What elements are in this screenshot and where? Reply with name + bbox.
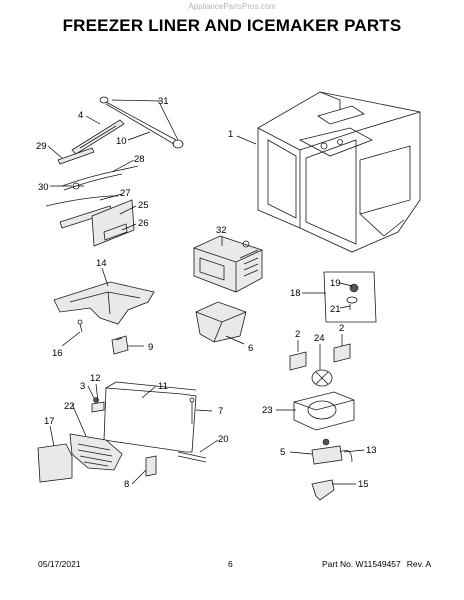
callout-17: 17 (44, 416, 55, 427)
fan-blade-icon[interactable] (311, 369, 333, 387)
callout-labels: 31 4 1 10 29 28 30 27 25 26 32 14 19 18 … (36, 96, 377, 490)
callout-9: 9 (148, 342, 153, 353)
callout-25: 25 (138, 200, 149, 211)
foam-block-left-icon[interactable] (289, 351, 307, 371)
footer-date: 05/17/2021 (38, 559, 81, 569)
foam-block-right-icon[interactable] (333, 343, 351, 363)
callout-5: 5 (280, 447, 285, 458)
callout-28: 28 (134, 154, 145, 165)
callout-2-left: 2 (295, 329, 300, 340)
heater-20-icon[interactable] (177, 451, 207, 463)
bracket-29-icon[interactable] (57, 147, 95, 165)
callout-22: 22 (64, 401, 75, 412)
callout-24: 24 (314, 333, 325, 344)
grille-22-icon[interactable] (69, 433, 123, 471)
damper-group-icon[interactable] (323, 271, 377, 323)
screw-30-icon[interactable] (72, 182, 84, 190)
callout-1: 1 (228, 129, 233, 140)
clip-12-icon[interactable] (91, 401, 105, 413)
cover-25-icon[interactable] (91, 199, 135, 247)
footer-part-info: Part No. W11549457 Rev. A (322, 559, 431, 569)
screw-3-icon[interactable] (93, 397, 99, 403)
watermark-text: AppliancePartsPros.com (188, 2, 276, 11)
harness-28-icon[interactable] (61, 165, 139, 191)
callout-26: 26 (138, 218, 149, 229)
callout-2-right: 2 (339, 323, 344, 334)
callout-4: 4 (78, 110, 83, 121)
callout-13: 13 (366, 445, 377, 456)
rear-panel-icon[interactable] (103, 381, 197, 453)
callout-11: 11 (158, 381, 168, 392)
callout-29: 29 (36, 141, 47, 152)
fan-motor-icon[interactable] (311, 438, 353, 465)
callout-16: 16 (52, 348, 63, 359)
label-26-icon[interactable] (103, 223, 128, 241)
callout-8: 8 (124, 479, 129, 490)
motor-bracket-icon[interactable] (311, 479, 335, 501)
screw-16-icon[interactable] (77, 319, 83, 333)
clip-8-icon[interactable] (145, 455, 157, 477)
callout-27: 27 (120, 188, 131, 199)
callout-6: 6 (248, 343, 253, 354)
callout-20: 20 (218, 434, 229, 445)
callout-3: 3 (80, 381, 85, 392)
callout-31: 31 (158, 96, 169, 107)
callout-7: 7 (218, 406, 223, 417)
callout-14: 14 (96, 258, 107, 269)
footer-part-number: Part No. W11549457 (322, 559, 401, 569)
drain-tube-7-icon[interactable] (189, 397, 195, 424)
evaporator-cover-icon[interactable] (53, 281, 155, 325)
fill-tube-assembly-icon[interactable] (71, 96, 184, 155)
callout-15: 15 (358, 479, 369, 490)
cover-17-icon[interactable] (37, 443, 73, 483)
callout-12: 12 (90, 373, 101, 384)
footer-revision: Rev. A (406, 559, 432, 569)
icemaker-icon[interactable] (193, 235, 263, 293)
freezer-liner-icon[interactable] (257, 91, 421, 253)
callout-21: 21 (330, 304, 341, 315)
callout-18: 18 (290, 288, 301, 299)
fan-housing-icon[interactable] (293, 391, 355, 431)
page-title: FREEZER LINER AND ICEMAKER PARTS (62, 16, 402, 35)
callout-23: 23 (262, 405, 273, 416)
sensor-9-icon[interactable] (111, 335, 129, 355)
footer-page-number: 6 (228, 559, 233, 569)
leader-lines (47, 99, 365, 485)
callout-30: 30 (38, 182, 49, 193)
callout-32: 32 (216, 225, 227, 236)
callout-10: 10 (116, 136, 127, 147)
callout-19: 19 (330, 278, 341, 289)
ice-bin-icon[interactable] (195, 301, 247, 343)
